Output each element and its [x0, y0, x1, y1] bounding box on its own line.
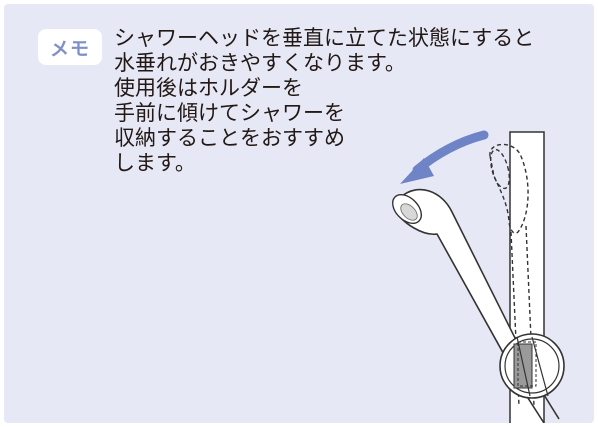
shower-illustration: [391, 130, 565, 423]
memo-line: 使用後はホルダーを: [114, 76, 303, 100]
memo-line: します。: [114, 151, 196, 175]
memo-badge: メモ: [38, 29, 102, 65]
memo-line: 手前に傾けてシャワーを: [114, 101, 345, 125]
memo-line: 水垂れがおきやすくなります。: [114, 51, 406, 75]
rotate-arrow-icon: [400, 130, 489, 184]
memo-line: シャワーヘッドを垂直に立てた状態にすると: [114, 26, 535, 50]
memo-line: 収納することをおすすめ: [114, 126, 345, 150]
memo-panel: メモ シャワーヘッドを垂直に立てた状態にすると 水垂れがおきやすくなります。 使…: [4, 4, 594, 423]
holder-magnifier-icon: [499, 333, 565, 399]
memo-text: シャワーヘッドを垂直に立てた状態にすると 水垂れがおきやすくなります。 使用後は…: [114, 26, 584, 176]
